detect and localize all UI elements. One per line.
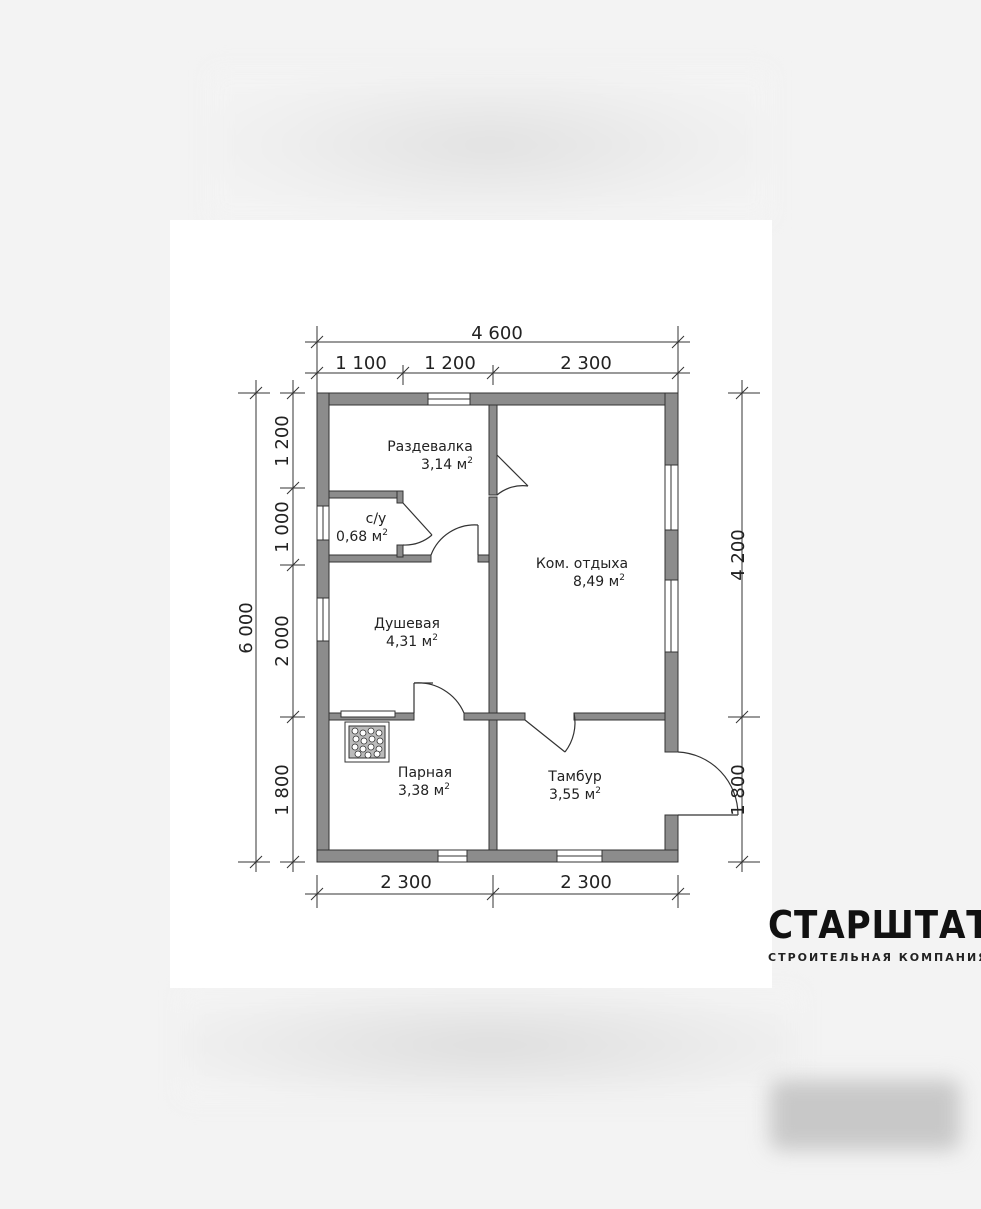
wall-tambour-top xyxy=(573,712,666,721)
walls xyxy=(316,392,679,863)
stove-icon xyxy=(340,710,396,763)
wall-top-right xyxy=(469,392,679,406)
wall-right-1 xyxy=(664,392,679,466)
wall-bottom-1 xyxy=(316,849,439,863)
wall-center-upper xyxy=(488,404,498,496)
door-tambour-inner xyxy=(524,712,576,753)
dim-overall-height: 6 000 xyxy=(236,602,257,654)
dim-right-1: 4 200 xyxy=(728,529,749,581)
dim-left-4: 1 800 xyxy=(272,764,293,816)
room-labels: Раздевалка 3,14 м2 с/у 0,68 м2 Ком. отды… xyxy=(336,439,628,803)
room-name-rest: Ком. отдыха xyxy=(536,556,628,572)
logo-tagline: СТРОИТЕЛЬНАЯ КОМПАНИЯ xyxy=(768,951,981,964)
room-name-steam: Парная xyxy=(398,765,452,781)
wall-bottom-3 xyxy=(601,849,679,863)
dim-overall-width: 4 600 xyxy=(471,323,523,344)
wall-left-2 xyxy=(316,539,330,599)
room-name-shower: Душевая xyxy=(374,616,440,632)
dim-left-2: 1 000 xyxy=(272,501,293,553)
wall-wc-right-bottom xyxy=(396,544,404,558)
wall-left-1 xyxy=(316,392,330,507)
dim-left-1: 1 200 xyxy=(272,415,293,467)
logo-name: СТАРШТАТ xyxy=(768,903,981,947)
room-area-shower: 4,31 м2 xyxy=(386,633,438,650)
wall-wc-bottom xyxy=(328,554,432,563)
door-entrance xyxy=(677,751,739,816)
dim-top-3: 2 300 xyxy=(560,353,612,374)
dim-bottom-1: 2 300 xyxy=(380,872,432,893)
wall-wc-right-top xyxy=(396,490,404,504)
wall-right-2 xyxy=(664,529,679,581)
door-steam xyxy=(413,682,465,714)
room-area-steam: 3,38 м2 xyxy=(398,782,450,799)
wall-steam-top-right xyxy=(463,712,526,721)
room-area-rest: 8,49 м2 xyxy=(573,573,625,590)
door-shower xyxy=(430,524,479,556)
dimension-lines xyxy=(238,326,760,908)
room-area-changing: 3,14 м2 xyxy=(421,456,473,473)
doors xyxy=(402,454,739,816)
dim-bottom-2: 2 300 xyxy=(560,872,612,893)
dimension-labels: 4 600 1 100 1 200 2 300 2 300 2 300 6 00… xyxy=(236,323,749,893)
wall-left-3 xyxy=(316,640,330,863)
windows xyxy=(316,392,679,863)
wall-shower-top-right xyxy=(477,554,490,563)
wall-center-lower xyxy=(488,496,498,851)
door-changing xyxy=(496,454,529,496)
wall-right-3 xyxy=(664,651,679,753)
dim-top-1: 1 100 xyxy=(335,353,387,374)
room-area-wc: 0,68 м2 xyxy=(336,528,388,545)
room-name-changing: Раздевалка xyxy=(387,439,473,455)
room-name-tambour: Тамбур xyxy=(547,769,602,785)
dim-right-2: 1 800 xyxy=(728,764,749,816)
door-wc xyxy=(402,502,433,546)
wall-wc-top xyxy=(328,490,402,499)
room-area-tambour: 3,55 м2 xyxy=(549,786,601,803)
wall-bottom-2 xyxy=(466,849,558,863)
dim-top-2: 1 200 xyxy=(424,353,476,374)
room-name-wc: с/у xyxy=(366,511,387,527)
company-logo: СТАРШТАТ СТРОИТЕЛЬНАЯ КОМПАНИЯ xyxy=(768,903,981,964)
dim-left-3: 2 000 xyxy=(272,615,293,667)
wall-top-left xyxy=(316,392,429,406)
